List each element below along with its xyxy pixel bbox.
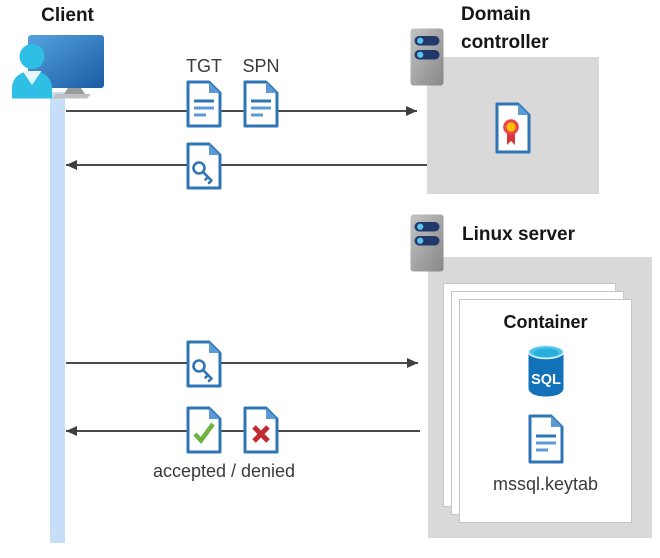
arrow-domain-controller-to-client [66,159,427,170]
linux-server-icon [410,214,444,272]
key-ticket-document-icon [186,142,222,190]
domain-controller-server-icon [410,28,444,86]
keytab-file-label: mssql.keytab [492,474,599,494]
arrow-linux-server-to-client [66,425,420,436]
sql-database-icon: SQL [527,344,565,397]
sql-badge-text: SQL [531,372,561,388]
accepted-check-document-icon [186,406,222,454]
accepted-denied-label: accepted / denied [152,461,296,481]
client-lifeline [50,92,65,543]
arrow-client-to-domain-controller [66,105,417,116]
tgt-label: TGT [186,56,222,76]
container-card: Container SQL mssql.keytab [459,299,632,523]
keytab-document-icon [528,414,564,464]
linux-server-label: Linux server [462,224,575,245]
key-ticket-document-icon-2 [186,340,222,388]
certificate-document-icon [495,102,531,154]
tgt-document-icon [186,80,222,128]
domain-controller-label: Domain controller [461,4,549,53]
spn-document-icon [243,80,279,128]
denied-cross-document-icon [243,406,279,454]
user-at-computer-icon [12,35,104,99]
client-label: Client [41,5,94,26]
arrow-client-to-linux-server [66,357,418,368]
spn-label: SPN [242,56,280,76]
container-label: Container [503,312,588,332]
